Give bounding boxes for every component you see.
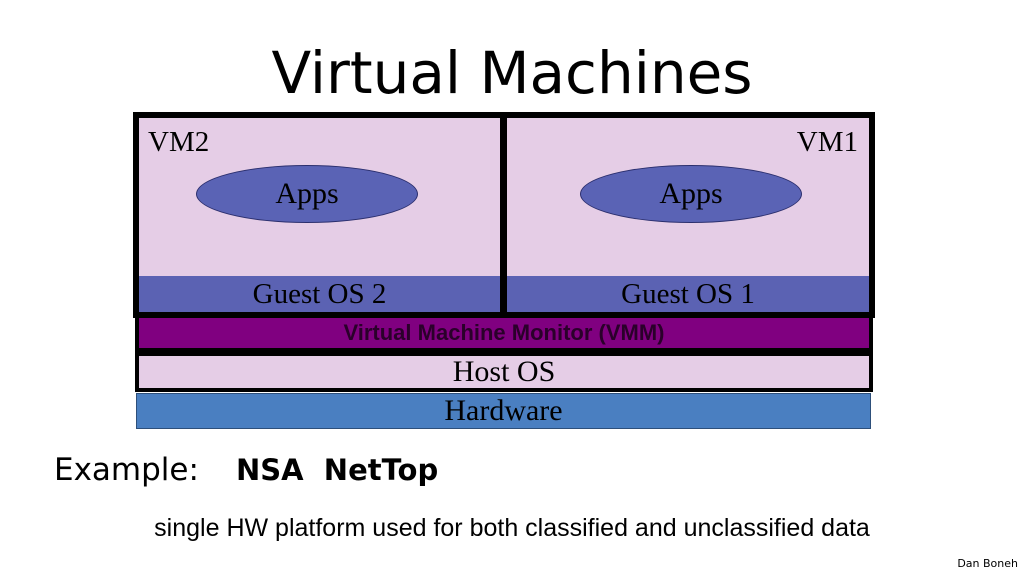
slide-title: Virtual Machines [271, 39, 753, 107]
example-value: NSA NetTop [236, 453, 439, 487]
hardware-layer: Hardware [136, 393, 871, 429]
example-label: Example: [54, 452, 199, 488]
description-text: single HW platform used for both classif… [154, 514, 870, 542]
vm1-label: VM1 [796, 126, 858, 158]
author-credit: Dan Boneh [957, 557, 1018, 570]
host-os-layer: Host OS [135, 352, 873, 392]
vm2-apps-ellipse: Apps [196, 165, 418, 223]
guest-os-1: Guest OS 1 [507, 276, 869, 312]
vmm-layer: Virtual Machine Monitor (VMM) [135, 314, 873, 352]
guest-os-2: Guest OS 2 [139, 276, 500, 312]
vm2-label: VM2 [148, 126, 210, 158]
vm1-apps-ellipse: Apps [580, 165, 802, 223]
vm-divider [500, 112, 507, 318]
